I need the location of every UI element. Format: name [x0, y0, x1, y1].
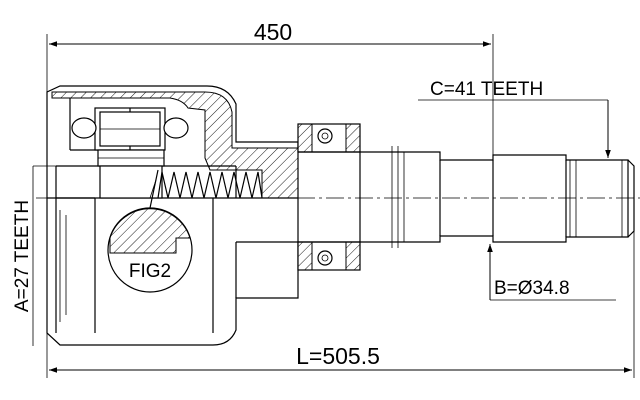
spline-c-label: C=41 TEETH: [430, 79, 543, 100]
dimension-450: 450: [46, 19, 494, 175]
dimension-a: A=27 TEETH: [12, 165, 56, 346]
drive-shaft: [298, 146, 635, 248]
total-length-label: L=505.5: [296, 343, 380, 369]
dimension-c: C=41 TEETH: [418, 79, 611, 158]
detail-label: FIG2: [129, 261, 171, 282]
dimension-b: B=Ø34.8: [487, 244, 616, 301]
diameter-b-label: B=Ø34.8: [494, 278, 570, 299]
spline-a-label: A=27 TEETH: [12, 200, 33, 312]
detail-fig2: FIG2: [107, 169, 193, 293]
bearing-upper: [297, 123, 361, 153]
spring-detail: [149, 171, 263, 199]
dimension-l: L=505.5: [46, 231, 635, 378]
bearing-lower: [297, 241, 361, 271]
overall-width-label: 450: [254, 19, 292, 45]
